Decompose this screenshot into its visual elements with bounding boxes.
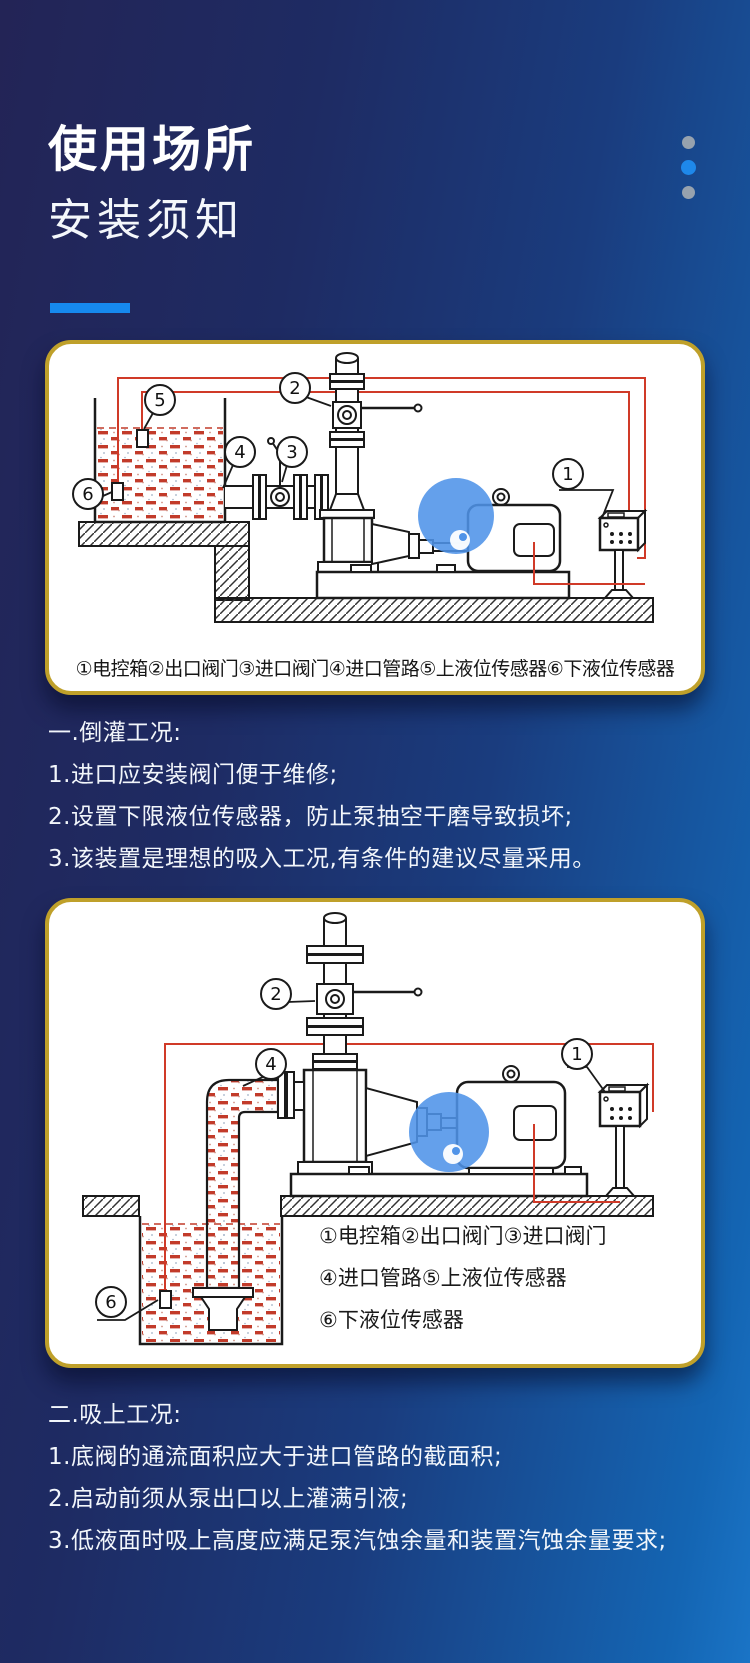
suction-pipe-and-inlet-valve (225, 437, 329, 520)
callout-4: 4 (234, 442, 245, 463)
legend-line-2: ④进口管路⑤上液位传感器 (319, 1266, 567, 1290)
callout-4: 4 (265, 1054, 276, 1075)
section-backflow-notes: 一.倒灌工况: 1.进口应安装阀门便于维修; 2.设置下限液位传感器，防止泵抽空… (48, 712, 708, 880)
diagram-suction: 2 4 1 6 ①电控箱②出口阀门③进口阀门 ④进口管路⑤上液位传感器 ⑥下液位… (82, 912, 654, 1346)
diagram-panel-backflow: 5 6 4 3 2 1 ①电控箱②出口阀门③进口阀门④进口管路⑤上液位传感器⑥下… (45, 340, 705, 695)
suction-pipe (192, 1078, 280, 1331)
callout-1: 1 (562, 464, 573, 485)
lower-level-sensor (111, 482, 124, 501)
note-item: 1.底阀的通流面积应大于进口管路的截面积; (48, 1444, 503, 1470)
section-suction-notes: 二.吸上工况: 1.底阀的通流面积应大于进口管路的截面积; 2.启动前须从泵出口… (48, 1394, 718, 1562)
callout-labels: 5 6 4 3 2 1 (72, 372, 615, 519)
callout-2: 2 (289, 378, 300, 399)
note-item: 3.低液面时吸上高度应满足泵汽蚀余量和装置汽蚀余量要求; (48, 1528, 667, 1554)
machine-base (315, 564, 571, 600)
section-heading: 二.吸上工况: (48, 1402, 182, 1428)
note-item: 2.设置下限液位传感器，防止泵抽空干磨导致损坏; (48, 804, 573, 830)
pagination-dot-active (681, 160, 696, 175)
accent-underline (50, 303, 130, 313)
note-item: 2.启动前须从泵出口以上灌满引液; (48, 1486, 409, 1512)
brand-watermark (418, 478, 494, 554)
floor-structure (82, 1195, 654, 1217)
page-subtitle: 安装须知 (48, 195, 244, 246)
note-item: 1.进口应安装阀门便于维修; (48, 762, 338, 788)
legend-line-3: ⑥下液位传感器 (319, 1308, 464, 1332)
control-box (597, 1082, 650, 1197)
section-heading: 一.倒灌工况: (48, 720, 182, 746)
pagination-dot-bottom (682, 186, 695, 199)
upper-level-sensor (136, 429, 149, 448)
callout-1: 1 (571, 1044, 582, 1065)
machine-base (289, 1166, 589, 1198)
brand-watermark (409, 1092, 489, 1172)
supply-tank (93, 398, 227, 524)
callout-3: 3 (286, 442, 297, 463)
pump-body (317, 516, 379, 573)
page-title: 使用场所 (48, 121, 257, 178)
diagram-backflow: 5 6 4 3 2 1 (72, 352, 654, 623)
motor-power-wire (533, 542, 645, 585)
discharge-pipe-and-outlet-valve (306, 912, 423, 1070)
control-wires (164, 1043, 654, 1291)
callout-6: 6 (105, 1292, 116, 1313)
note-item: 3.该装置是理想的吸入工况,有条件的建议尽量采用。 (48, 846, 596, 872)
callout-2: 2 (270, 984, 281, 1005)
motor-power-wire (533, 1124, 620, 1203)
pagination-dot-top (682, 136, 695, 149)
callout-labels: 2 4 1 6 (95, 978, 606, 1321)
lower-level-sensor (159, 1290, 172, 1309)
diagram-panel-suction: 2 4 1 6 ①电控箱②出口阀门③进口阀门 ④进口管路⑤上液位传感器 ⑥下液位… (45, 898, 705, 1368)
discharge-pipe-and-outlet-valve (319, 352, 423, 519)
foot-valve (199, 1296, 247, 1331)
diagram-caption: ①电控箱②出口阀门③进口阀门④进口管路⑤上液位传感器⑥下液位传感器 (75, 658, 675, 680)
diagram-legend: ①电控箱②出口阀门③进口阀门 ④进口管路⑤上液位传感器 ⑥下液位传感器 (319, 1224, 606, 1332)
floor-structure (78, 521, 654, 623)
control-wires (117, 377, 646, 559)
control-box (597, 508, 648, 599)
legend-line-1: ①电控箱②出口阀门③进口阀门 (319, 1224, 606, 1248)
pump-body (277, 1068, 373, 1175)
callout-6: 6 (82, 484, 93, 505)
callout-5: 5 (154, 390, 165, 411)
